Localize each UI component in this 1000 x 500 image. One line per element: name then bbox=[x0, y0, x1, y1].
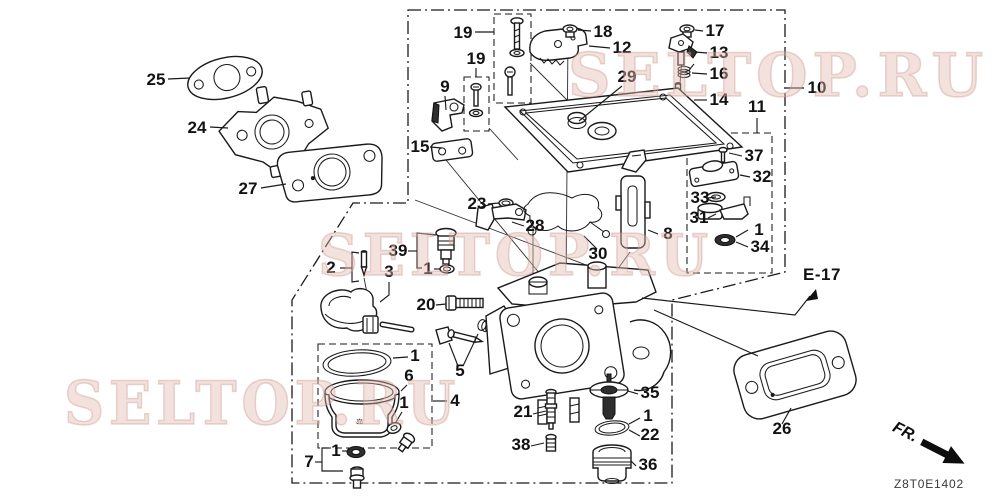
section-ref-label: E-17 bbox=[803, 265, 841, 284]
part-bowl-bolt bbox=[397, 432, 416, 453]
part-clamp-9 bbox=[431, 98, 465, 132]
part-cup-36 bbox=[592, 444, 632, 485]
callout-11: 11 bbox=[748, 97, 766, 116]
callout-34: 34 bbox=[751, 237, 770, 256]
part-nozzle-21 bbox=[544, 388, 558, 430]
callout-19-a: 19 bbox=[454, 23, 473, 42]
callout-labels: 25 24 27 19 19 9 15 18 12 29 17 13 16 14… bbox=[147, 21, 827, 474]
callout-29: 29 bbox=[618, 67, 637, 86]
part-cover-32 bbox=[688, 160, 740, 188]
part-main-jet-38 bbox=[545, 433, 557, 452]
part-lever-13 bbox=[668, 33, 698, 66]
callout-37: 37 bbox=[745, 146, 764, 165]
part-gasket-26 bbox=[733, 330, 857, 420]
callout-24: 24 bbox=[188, 118, 207, 137]
callout-3: 3 bbox=[384, 262, 393, 281]
part-gasket-27 bbox=[276, 143, 383, 203]
callout-27: 27 bbox=[239, 179, 258, 198]
part-cover-29 bbox=[503, 87, 744, 173]
part-gasket-30 bbox=[523, 192, 611, 239]
part-screw-19b bbox=[468, 82, 484, 118]
callout-7: 7 bbox=[304, 452, 313, 471]
part-bolt-19a bbox=[509, 17, 525, 58]
part-valve-35 bbox=[589, 373, 629, 420]
callout-33: 33 bbox=[691, 188, 710, 207]
part-spring-16 bbox=[677, 63, 695, 79]
group-box-11 bbox=[686, 132, 773, 274]
callout-1-d: 1 bbox=[399, 393, 408, 412]
part-carburetor-body bbox=[485, 261, 672, 425]
part-washer-34 bbox=[714, 234, 736, 246]
callout-17: 17 bbox=[706, 21, 725, 40]
group-box-19a bbox=[493, 13, 532, 104]
callout-35: 35 bbox=[641, 383, 660, 402]
callout-19-b: 19 bbox=[467, 49, 486, 68]
callout-1-c: 1 bbox=[410, 346, 419, 365]
callout-1-a: 1 bbox=[754, 220, 763, 239]
callout-1-e: 1 bbox=[331, 441, 340, 460]
callout-9: 9 bbox=[440, 77, 449, 96]
watermark-text-middle: SELTOP.RU bbox=[318, 222, 713, 289]
part-washer-1e bbox=[346, 446, 366, 458]
svg-text:⚖: ⚖ bbox=[356, 417, 363, 426]
callout-38: 38 bbox=[512, 435, 531, 454]
part-lever-28 bbox=[475, 203, 527, 231]
callout-8: 8 bbox=[663, 224, 672, 243]
callout-20: 20 bbox=[417, 295, 436, 314]
diagram-code: Z8T0E1402 bbox=[894, 477, 964, 491]
callout-36: 36 bbox=[639, 455, 658, 474]
callout-15: 15 bbox=[411, 137, 430, 156]
callout-30: 30 bbox=[589, 244, 608, 263]
leader-lines bbox=[167, 29, 811, 472]
callout-25: 25 bbox=[147, 70, 166, 89]
callout-6: 6 bbox=[404, 366, 413, 385]
watermark-text-top: SELTOP.RU bbox=[568, 41, 988, 111]
part-jet-holder-39 bbox=[435, 227, 457, 265]
fr-arrow-icon bbox=[920, 438, 965, 464]
callout-4: 4 bbox=[450, 391, 460, 410]
watermark-text-bottom: SELTOP.RU bbox=[64, 369, 460, 439]
callout-1-b: 1 bbox=[423, 259, 432, 278]
callout-39: 39 bbox=[389, 241, 408, 260]
carburetor-assembly-boundary bbox=[291, 9, 786, 484]
callout-22: 22 bbox=[641, 425, 660, 444]
part-needle-2 bbox=[360, 250, 368, 278]
watermark-layer: SELTOP.RU SELTOP.RU SELTOP.RU bbox=[63, 40, 988, 440]
callout-32: 32 bbox=[753, 167, 772, 186]
callout-23: 23 bbox=[468, 194, 487, 213]
callout-31: 31 bbox=[690, 208, 709, 227]
part-drain-bolt-7 bbox=[349, 466, 365, 489]
callout-10: 10 bbox=[808, 78, 827, 97]
part-washer-1d bbox=[386, 422, 402, 434]
group-box-4 bbox=[317, 343, 433, 449]
callout-16: 16 bbox=[710, 64, 729, 83]
callout-26: 26 bbox=[773, 419, 792, 438]
part-screw-19a bbox=[504, 66, 516, 96]
part-bracket-8 bbox=[615, 149, 651, 249]
callout-21: 21 bbox=[514, 402, 533, 421]
part-gasket-25 bbox=[187, 55, 263, 101]
part-screw-20 bbox=[445, 295, 484, 311]
callout-13: 13 bbox=[710, 43, 729, 62]
callout-5: 5 bbox=[455, 361, 464, 380]
section-ref-arrowhead bbox=[806, 289, 818, 301]
callout-2: 2 bbox=[326, 258, 335, 277]
part-pump-31 bbox=[697, 196, 751, 220]
part-screw-37 bbox=[718, 146, 728, 163]
part-oring-22 bbox=[594, 420, 630, 436]
part-bowl-6: ⚖ bbox=[324, 379, 400, 438]
callout-12: 12 bbox=[613, 38, 632, 57]
callout-28: 28 bbox=[526, 216, 545, 235]
part-float-pin bbox=[379, 321, 415, 333]
assembly-boundaries bbox=[291, 9, 786, 484]
callout-18: 18 bbox=[594, 22, 613, 41]
part-nut-18 bbox=[562, 24, 578, 38]
part-oring-1c bbox=[322, 349, 392, 377]
callout-1-f: 1 bbox=[643, 406, 652, 425]
part-float-3 bbox=[320, 287, 379, 334]
callout-14: 14 bbox=[710, 90, 729, 109]
